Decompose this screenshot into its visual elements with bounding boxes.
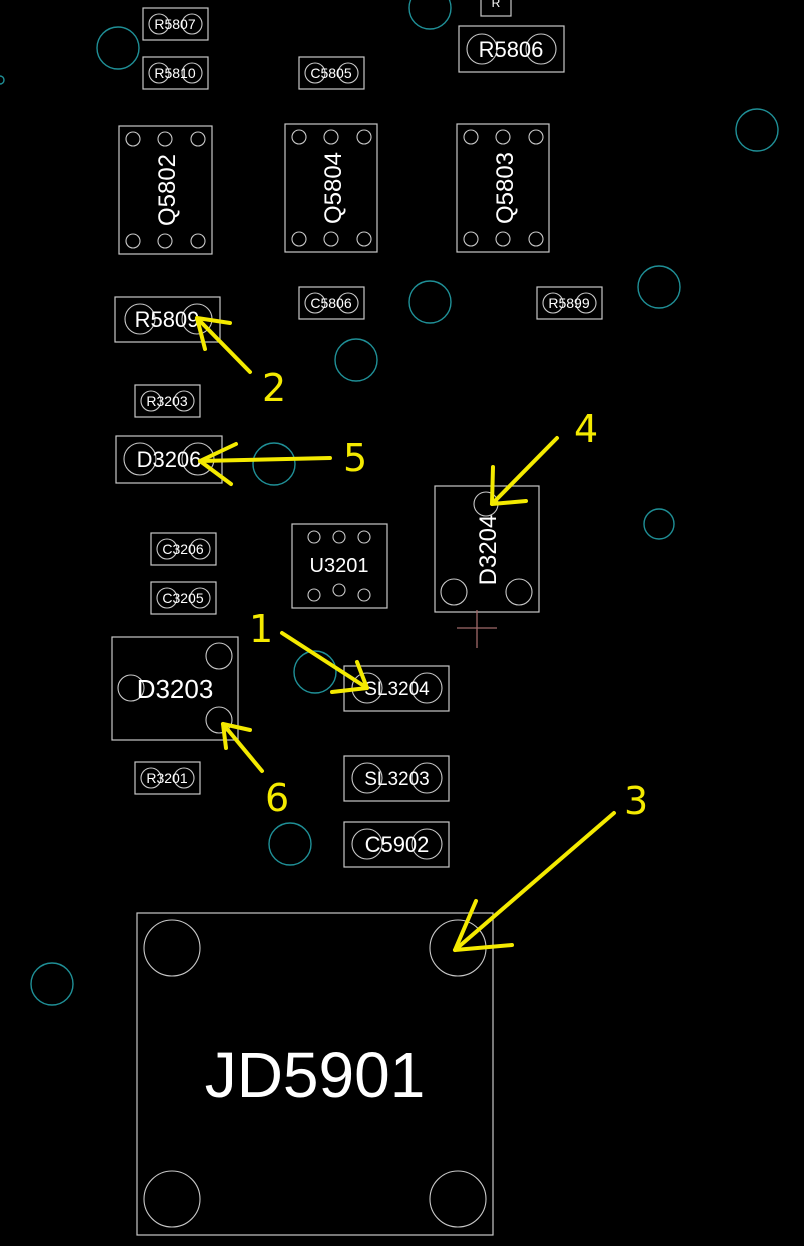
component-label: R3201 <box>146 770 187 786</box>
component-d3204[interactable]: D3204 <box>434 485 540 613</box>
component-label: JD5901 <box>205 1039 426 1111</box>
component-u3201[interactable]: U3201 <box>291 523 388 609</box>
component-c3205[interactable]: C3205 <box>150 581 217 615</box>
component-label: Q5803 <box>492 152 519 224</box>
component-label: C5902 <box>365 832 430 857</box>
marker-1-arrow: 1 <box>249 607 369 694</box>
via <box>0 75 5 85</box>
component-r5807[interactable]: R5807 <box>142 7 209 41</box>
component-d3203[interactable]: D3203 <box>111 636 239 741</box>
component-label: U3201 <box>310 555 369 577</box>
marker-4-arrow: 4 <box>490 407 598 506</box>
component-c3206[interactable]: C3206 <box>150 532 217 566</box>
marker-3-arrow: 3 <box>453 779 648 952</box>
component-label: C3205 <box>162 590 203 606</box>
component-sl3203[interactable]: SL3203 <box>343 755 450 802</box>
component-label: D3206 <box>137 447 202 472</box>
component-r5899[interactable]: R5899 <box>536 286 603 320</box>
component-jd5901[interactable]: JD5901 <box>136 912 494 1236</box>
component-label: R5807 <box>154 16 195 32</box>
origin-crosshair <box>457 610 497 648</box>
component-sl3204[interactable]: SL3204 <box>343 665 450 712</box>
marker-5-number: 5 <box>343 436 367 480</box>
via <box>334 338 378 382</box>
component-label: D3204 <box>475 515 502 586</box>
via <box>408 0 452 30</box>
via <box>30 962 74 1006</box>
component-label: R5809 <box>135 307 200 332</box>
marker-3-number: 3 <box>624 779 648 823</box>
component-label: R <box>492 0 501 10</box>
component-q5804[interactable]: Q5804 <box>284 123 378 253</box>
component-r5806[interactable]: R5806 <box>458 25 565 73</box>
component-c5806[interactable]: C5806 <box>298 286 365 320</box>
component-label: C5806 <box>310 295 351 311</box>
component-q5803[interactable]: Q5803 <box>456 123 550 253</box>
component-label: D3203 <box>137 674 214 704</box>
marker-2-number: 2 <box>262 366 286 410</box>
via-layer <box>0 0 779 1006</box>
via <box>293 650 337 694</box>
marker-6-number: 6 <box>265 776 289 820</box>
component-r3201[interactable]: R3201 <box>134 761 201 795</box>
via <box>637 265 681 309</box>
component-label: C3206 <box>162 541 203 557</box>
via <box>252 442 296 486</box>
component-c5902[interactable]: C5902 <box>343 821 450 868</box>
component-partial-top[interactable]: R <box>480 0 512 17</box>
component-d3206[interactable]: D3206 <box>115 435 223 484</box>
marker-5-arrow: 5 <box>198 436 367 486</box>
marker-6-arrow: 6 <box>221 722 289 820</box>
component-q5802[interactable]: Q5802 <box>118 125 213 255</box>
via <box>96 26 140 70</box>
component-r3203[interactable]: R3203 <box>134 384 201 418</box>
component-label: R5806 <box>479 37 544 62</box>
component-r5810[interactable]: R5810 <box>142 56 209 90</box>
component-label: R3203 <box>146 393 187 409</box>
component-label: SL3204 <box>364 679 430 700</box>
via <box>408 280 452 324</box>
component-c5805[interactable]: C5805 <box>298 56 365 90</box>
component-label: Q5804 <box>320 152 347 224</box>
marker-4-number: 4 <box>574 407 598 451</box>
component-label: SL3203 <box>364 769 430 790</box>
marker-1-number: 1 <box>249 607 273 651</box>
via <box>643 508 675 540</box>
component-label: R5899 <box>548 295 589 311</box>
component-label: C5805 <box>310 65 351 81</box>
component-label: Q5802 <box>154 154 181 226</box>
via <box>735 108 779 152</box>
component-label: R5810 <box>154 65 195 81</box>
marker-2-arrow: 2 <box>195 316 286 410</box>
via <box>268 822 312 866</box>
